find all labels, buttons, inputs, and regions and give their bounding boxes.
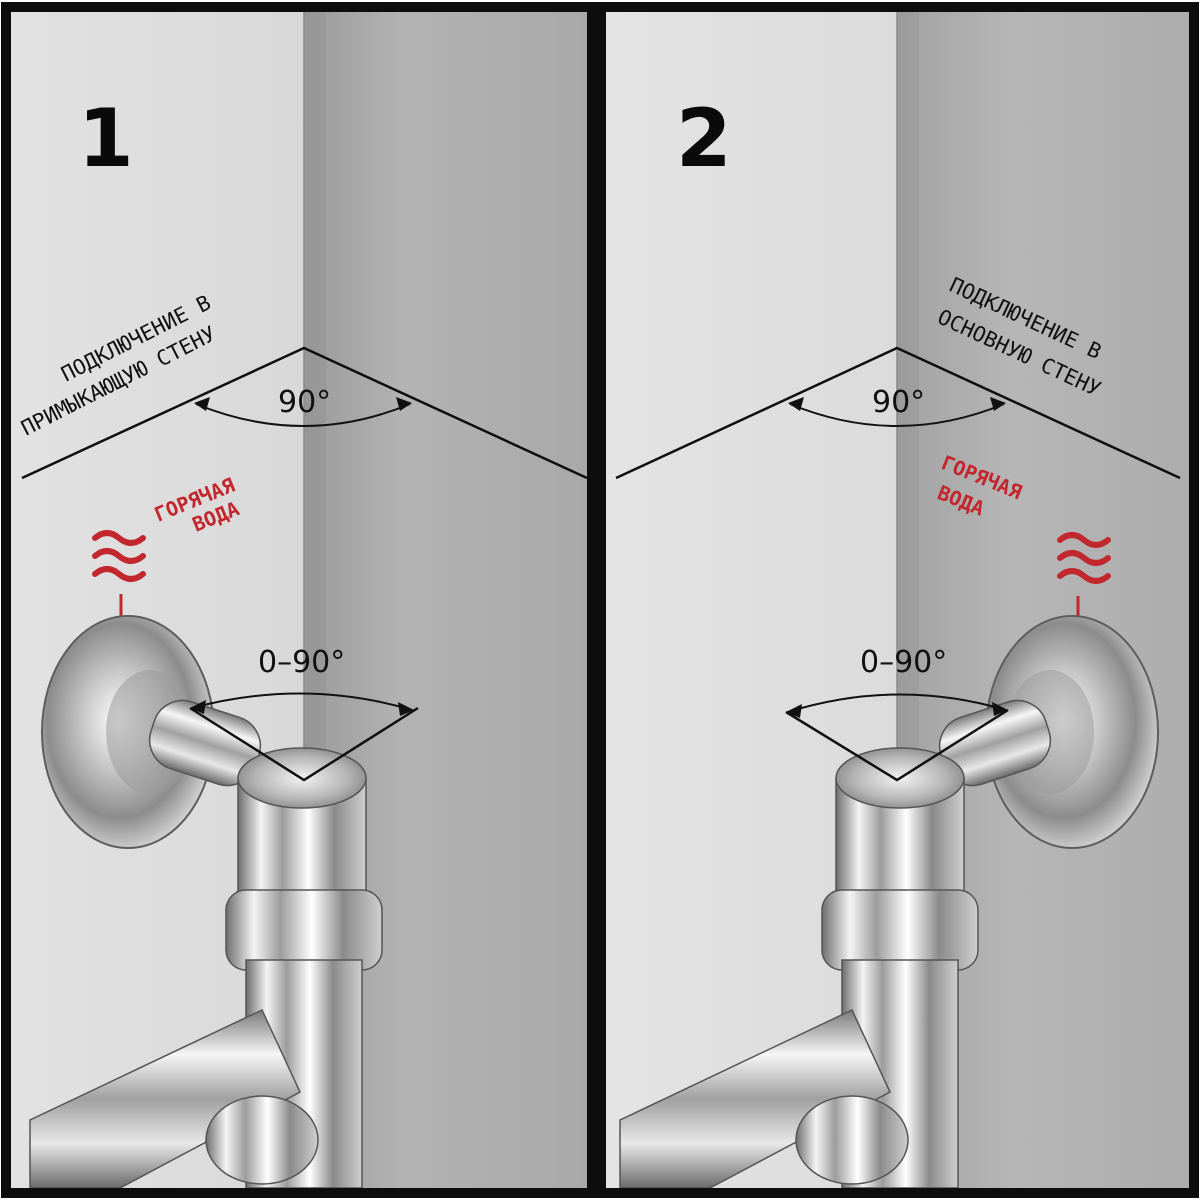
panel-1-wall-angle-label: 90° xyxy=(278,385,331,420)
panel-1-valve xyxy=(29,615,383,1189)
panel-2-arc-arrow-right xyxy=(990,397,1006,411)
panel-2-union-nut xyxy=(821,889,979,971)
panel-2-arc-arrow-left xyxy=(788,397,804,411)
panel-1-number: 1 xyxy=(78,92,134,185)
panel-1-rotation-lines xyxy=(189,706,419,782)
panel-1-rotation-arc xyxy=(191,692,413,711)
panel-2-rotation-arrow-right xyxy=(992,702,1008,716)
panel-2-rotation-label: 0–90° xyxy=(860,645,947,680)
panel-2-rotation-arrow-left xyxy=(786,704,802,718)
panel-2-border xyxy=(596,2,1199,1198)
panel-1-wall-angle-arc xyxy=(195,403,411,427)
panel-2-rotation-lines xyxy=(785,708,1009,782)
panel-2-rotation-arc xyxy=(787,693,1007,713)
panel-1-arc-arrow-right xyxy=(396,397,412,411)
panel-2: 90° 2 ПОДКЛЮЧЕНИЕ В ОСНОВНУЮ СТЕНУ ГОРЯЧ… xyxy=(606,12,1189,1189)
panel-2-floor-angle-lines xyxy=(615,346,1181,480)
panel-2-rail-joint xyxy=(795,1095,909,1185)
panel-2-valve xyxy=(619,615,1159,1189)
panel-1-rail-joint xyxy=(205,1095,319,1185)
panel-1-rotation-arrow-right xyxy=(398,702,414,716)
heat-waves-icon xyxy=(92,530,146,582)
panel-1-floor-angle-lines xyxy=(21,346,588,480)
panel-1-border xyxy=(1,2,597,1198)
heat-waves-icon xyxy=(1057,532,1111,584)
panel-2-wall-angle-arc xyxy=(789,403,1005,427)
panel-2-wall-angle-label: 90° xyxy=(872,385,925,420)
panel-1-rotation-label: 0–90° xyxy=(258,645,345,680)
panel-1-union-nut xyxy=(225,889,383,971)
panel-1: 90° 1 ПОДКЛЮЧЕНИЕ В ПРИМЫКАЮЩУЮ СТЕНУ ГО… xyxy=(11,12,588,1189)
panel-1-rotation-arrow-left xyxy=(190,700,206,714)
panel-2-number: 2 xyxy=(676,92,732,185)
panel-1-arc-arrow-left xyxy=(194,397,210,411)
